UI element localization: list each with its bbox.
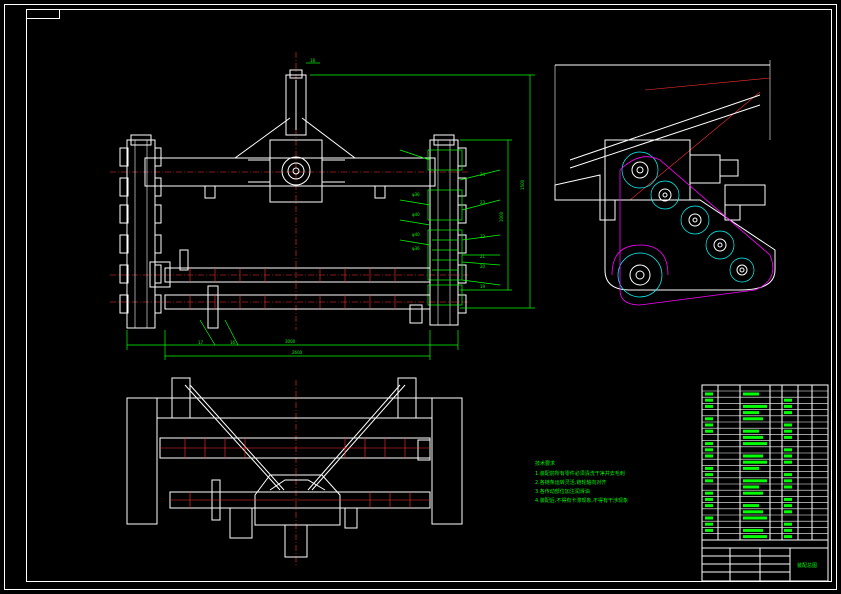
title-block: 装配总图: [702, 539, 828, 581]
parts-list-cell-mark: [705, 454, 713, 458]
sheet-outer-border: [4, 4, 837, 590]
parts-list-cell-mark: [784, 454, 792, 458]
technical-requirements: 技术要求 1.装配前所有零件必须清洗干净并去毛刺 2.各链条运转灵活,链轮轴向对…: [535, 460, 628, 504]
svg-text:24: 24: [480, 172, 486, 177]
tech-req-item-1: 1.装配前所有零件必须清洗干净并去毛刺: [535, 470, 625, 477]
parts-list-marks: [705, 392, 792, 539]
side-view: [554, 60, 776, 306]
svg-text:φ40: φ40: [412, 232, 420, 237]
svg-text:18: 18: [310, 58, 316, 63]
parts-list-cell-mark: [784, 429, 792, 433]
parts-list-cell-mark: [705, 491, 713, 495]
parts-list-cell-mark: [743, 485, 759, 489]
parts-list-cell-mark: [705, 404, 713, 408]
svg-text:3000: 3000: [285, 339, 296, 344]
parts-list-cell-mark: [743, 417, 763, 421]
parts-list-cell-mark: [743, 510, 763, 514]
parts-list-cell-mark: [784, 504, 792, 508]
parts-list-cell-mark: [705, 392, 713, 396]
drawing-title: 装配总图: [797, 562, 817, 569]
parts-list-cell-mark: [784, 448, 792, 452]
parts-list-cell-mark: [705, 442, 713, 446]
front-view: [126, 377, 463, 565]
parts-list-cell-mark: [705, 504, 713, 508]
parts-list-cell-mark: [705, 423, 713, 427]
parts-list-cell-mark: [705, 448, 713, 452]
top-view: 3000 2600 1500 1000 φ36 φ40 φ40 φ36 24 2…: [110, 52, 535, 360]
parts-list-cell-mark: [743, 491, 763, 495]
parts-list-cell-mark: [784, 528, 792, 532]
tech-req-heading: 技术要求: [535, 460, 555, 467]
svg-text:1000: 1000: [499, 211, 504, 222]
parts-list-cell-mark: [784, 535, 792, 539]
parts-list-cell-mark: [705, 473, 713, 477]
svg-text:φ36: φ36: [412, 192, 420, 197]
parts-list-cell-mark: [705, 479, 713, 483]
parts-list-cell-mark: [743, 528, 763, 532]
parts-list-cell-mark: [705, 516, 713, 520]
parts-list-cell-mark: [743, 404, 767, 408]
parts-list-cell-mark: [743, 466, 759, 470]
sheet-inner-border: [26, 9, 832, 582]
parts-list-cell-mark: [784, 460, 792, 464]
parts-list-cell-mark: [743, 442, 767, 446]
parts-list-cell-mark: [784, 522, 792, 526]
parts-list-cell-mark: [705, 429, 713, 433]
parts-list-cell-mark: [784, 485, 792, 489]
svg-text:φ40: φ40: [412, 212, 420, 217]
svg-text:22: 22: [480, 234, 486, 239]
svg-text:φ36: φ36: [412, 246, 420, 251]
tech-req-item-3: 3.各传动部位加注润滑油: [535, 488, 590, 495]
parts-list-cell-mark: [743, 454, 763, 458]
parts-list-cell-mark: [743, 429, 759, 433]
parts-list-cell-mark: [705, 417, 713, 421]
svg-text:16: 16: [230, 340, 236, 345]
svg-text:1500: 1500: [520, 179, 525, 190]
parts-list-cell-mark: [784, 479, 792, 483]
parts-list-cell-mark: [743, 460, 767, 464]
parts-list-cell-mark: [705, 497, 713, 501]
parts-list-cell-mark: [784, 510, 792, 514]
parts-list-cell-mark: [743, 504, 759, 508]
parts-list-cell-mark: [743, 516, 767, 520]
sheet-corner-tag: [26, 9, 60, 19]
parts-list-rows: [702, 390, 828, 534]
svg-text:21: 21: [480, 254, 486, 259]
parts-list-cell-mark: [705, 528, 713, 532]
parts-list-cell-mark: [784, 435, 792, 439]
parts-list-cell-mark: [743, 479, 767, 483]
parts-list-cell-mark: [705, 466, 713, 470]
parts-list-cell-mark: [784, 411, 792, 415]
tech-req-item-2: 2.各链条运转灵活,链轮轴向对齐: [535, 479, 606, 486]
parts-list-cell-mark: [784, 473, 792, 477]
svg-text:20: 20: [480, 264, 486, 269]
parts-list-cell-mark: [705, 398, 713, 402]
svg-text:19: 19: [480, 284, 486, 289]
parts-list-cell-mark: [784, 497, 792, 501]
parts-list-cell-mark: [784, 398, 792, 402]
parts-list-cell-mark: [784, 423, 792, 427]
svg-text:23: 23: [480, 200, 486, 205]
parts-list-cell-mark: [784, 404, 792, 408]
tech-req-item-4: 4.装配后,不得有卡滞现象,不得有干涉现象: [535, 497, 628, 504]
parts-list-cell-mark: [743, 435, 763, 439]
parts-list-cell-mark: [743, 411, 759, 415]
svg-text:17: 17: [198, 340, 204, 345]
parts-list-cell-mark: [743, 392, 759, 396]
svg-text:2600: 2600: [292, 350, 303, 355]
parts-list-cell-mark: [743, 535, 767, 539]
parts-list-cell-mark: [705, 522, 713, 526]
parts-list: [701, 384, 829, 582]
